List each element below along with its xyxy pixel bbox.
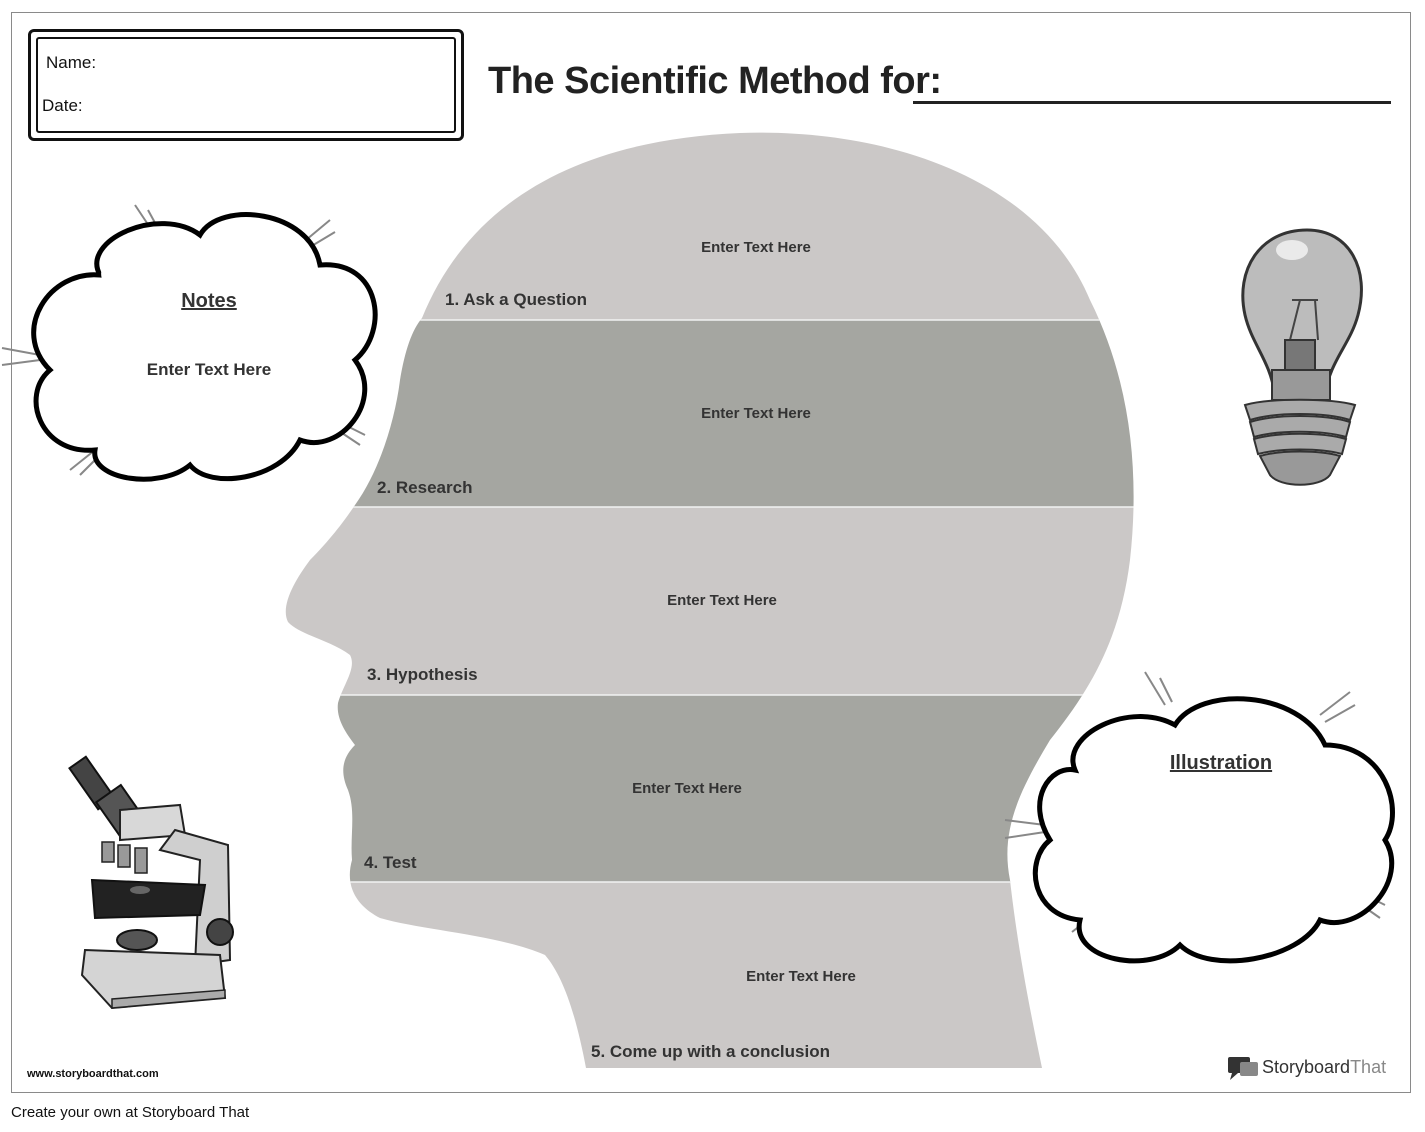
step-5-text-field[interactable]: Enter Text Here [746, 968, 856, 985]
microscope-icon [68, 755, 234, 1010]
title-blank-line[interactable] [913, 101, 1391, 104]
band-ask-question[interactable] [280, 125, 1150, 320]
band-research[interactable] [280, 320, 1150, 507]
date-label: Date: [42, 96, 83, 115]
brand-name: StoryboardThat [1262, 1057, 1386, 1078]
band-test[interactable] [280, 695, 1150, 882]
name-label: Name: [46, 53, 97, 72]
brand-name-a: Storyboard [1262, 1057, 1351, 1077]
notes-title: Notes [181, 290, 237, 312]
notes-cloud: Notes Enter Text Here [1, 204, 378, 482]
step-3-label: 3. Hypothesis [367, 665, 478, 684]
step-4-label: 4. Test [364, 853, 417, 872]
page-title: The Scientific Method for: [488, 60, 942, 102]
band-hypothesis[interactable] [280, 507, 1150, 695]
illustration-drawing-area[interactable] [1085, 790, 1365, 920]
illustration-cloud: Illustration [1004, 671, 1395, 964]
brand-name-b: That [1350, 1057, 1387, 1077]
illustration-title: Illustration [1170, 752, 1272, 774]
step-5-label: 5. Come up with a conclusion [591, 1042, 830, 1061]
name-date-box: Name: Date: [28, 29, 464, 141]
step-4-text-field[interactable]: Enter Text Here [632, 780, 742, 797]
step-2-text-field[interactable]: Enter Text Here [701, 405, 811, 422]
notes-text-field[interactable]: Enter Text Here [147, 360, 271, 379]
lightbulb-icon [1241, 228, 1363, 486]
create-your-own-link[interactable]: Create your own at Storyboard That [11, 1104, 250, 1121]
step-2-label: 2. Research [377, 478, 472, 497]
storyboardthat-logo-icon [1228, 1057, 1258, 1080]
footer-url[interactable]: www.storyboardthat.com [27, 1068, 159, 1080]
step-1-text-field[interactable]: Enter Text Here [701, 239, 811, 256]
step-1-label: 1. Ask a Question [445, 290, 587, 309]
step-3-text-field[interactable]: Enter Text Here [667, 592, 777, 609]
